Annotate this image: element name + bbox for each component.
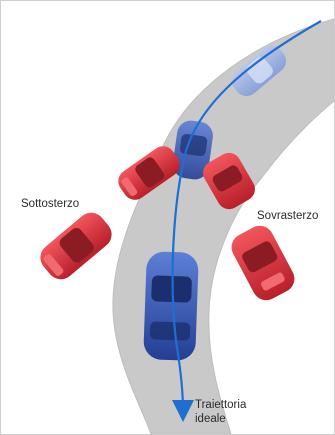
ideal-trajectory-label: Traiettoria ideale (195, 398, 246, 426)
road (113, 19, 334, 434)
car-blue-bottom (143, 251, 199, 361)
oversteer-label: Sovrasterzo (257, 209, 318, 223)
ideal-trajectory-label-line1: Traiettoria (195, 398, 246, 412)
ideal-trajectory-label-line2: ideale (195, 412, 246, 426)
car-red-oversteer-lower (227, 221, 300, 305)
car-red-understeer-lower (35, 207, 118, 285)
understeer-label: Sottosterzo (21, 197, 79, 211)
